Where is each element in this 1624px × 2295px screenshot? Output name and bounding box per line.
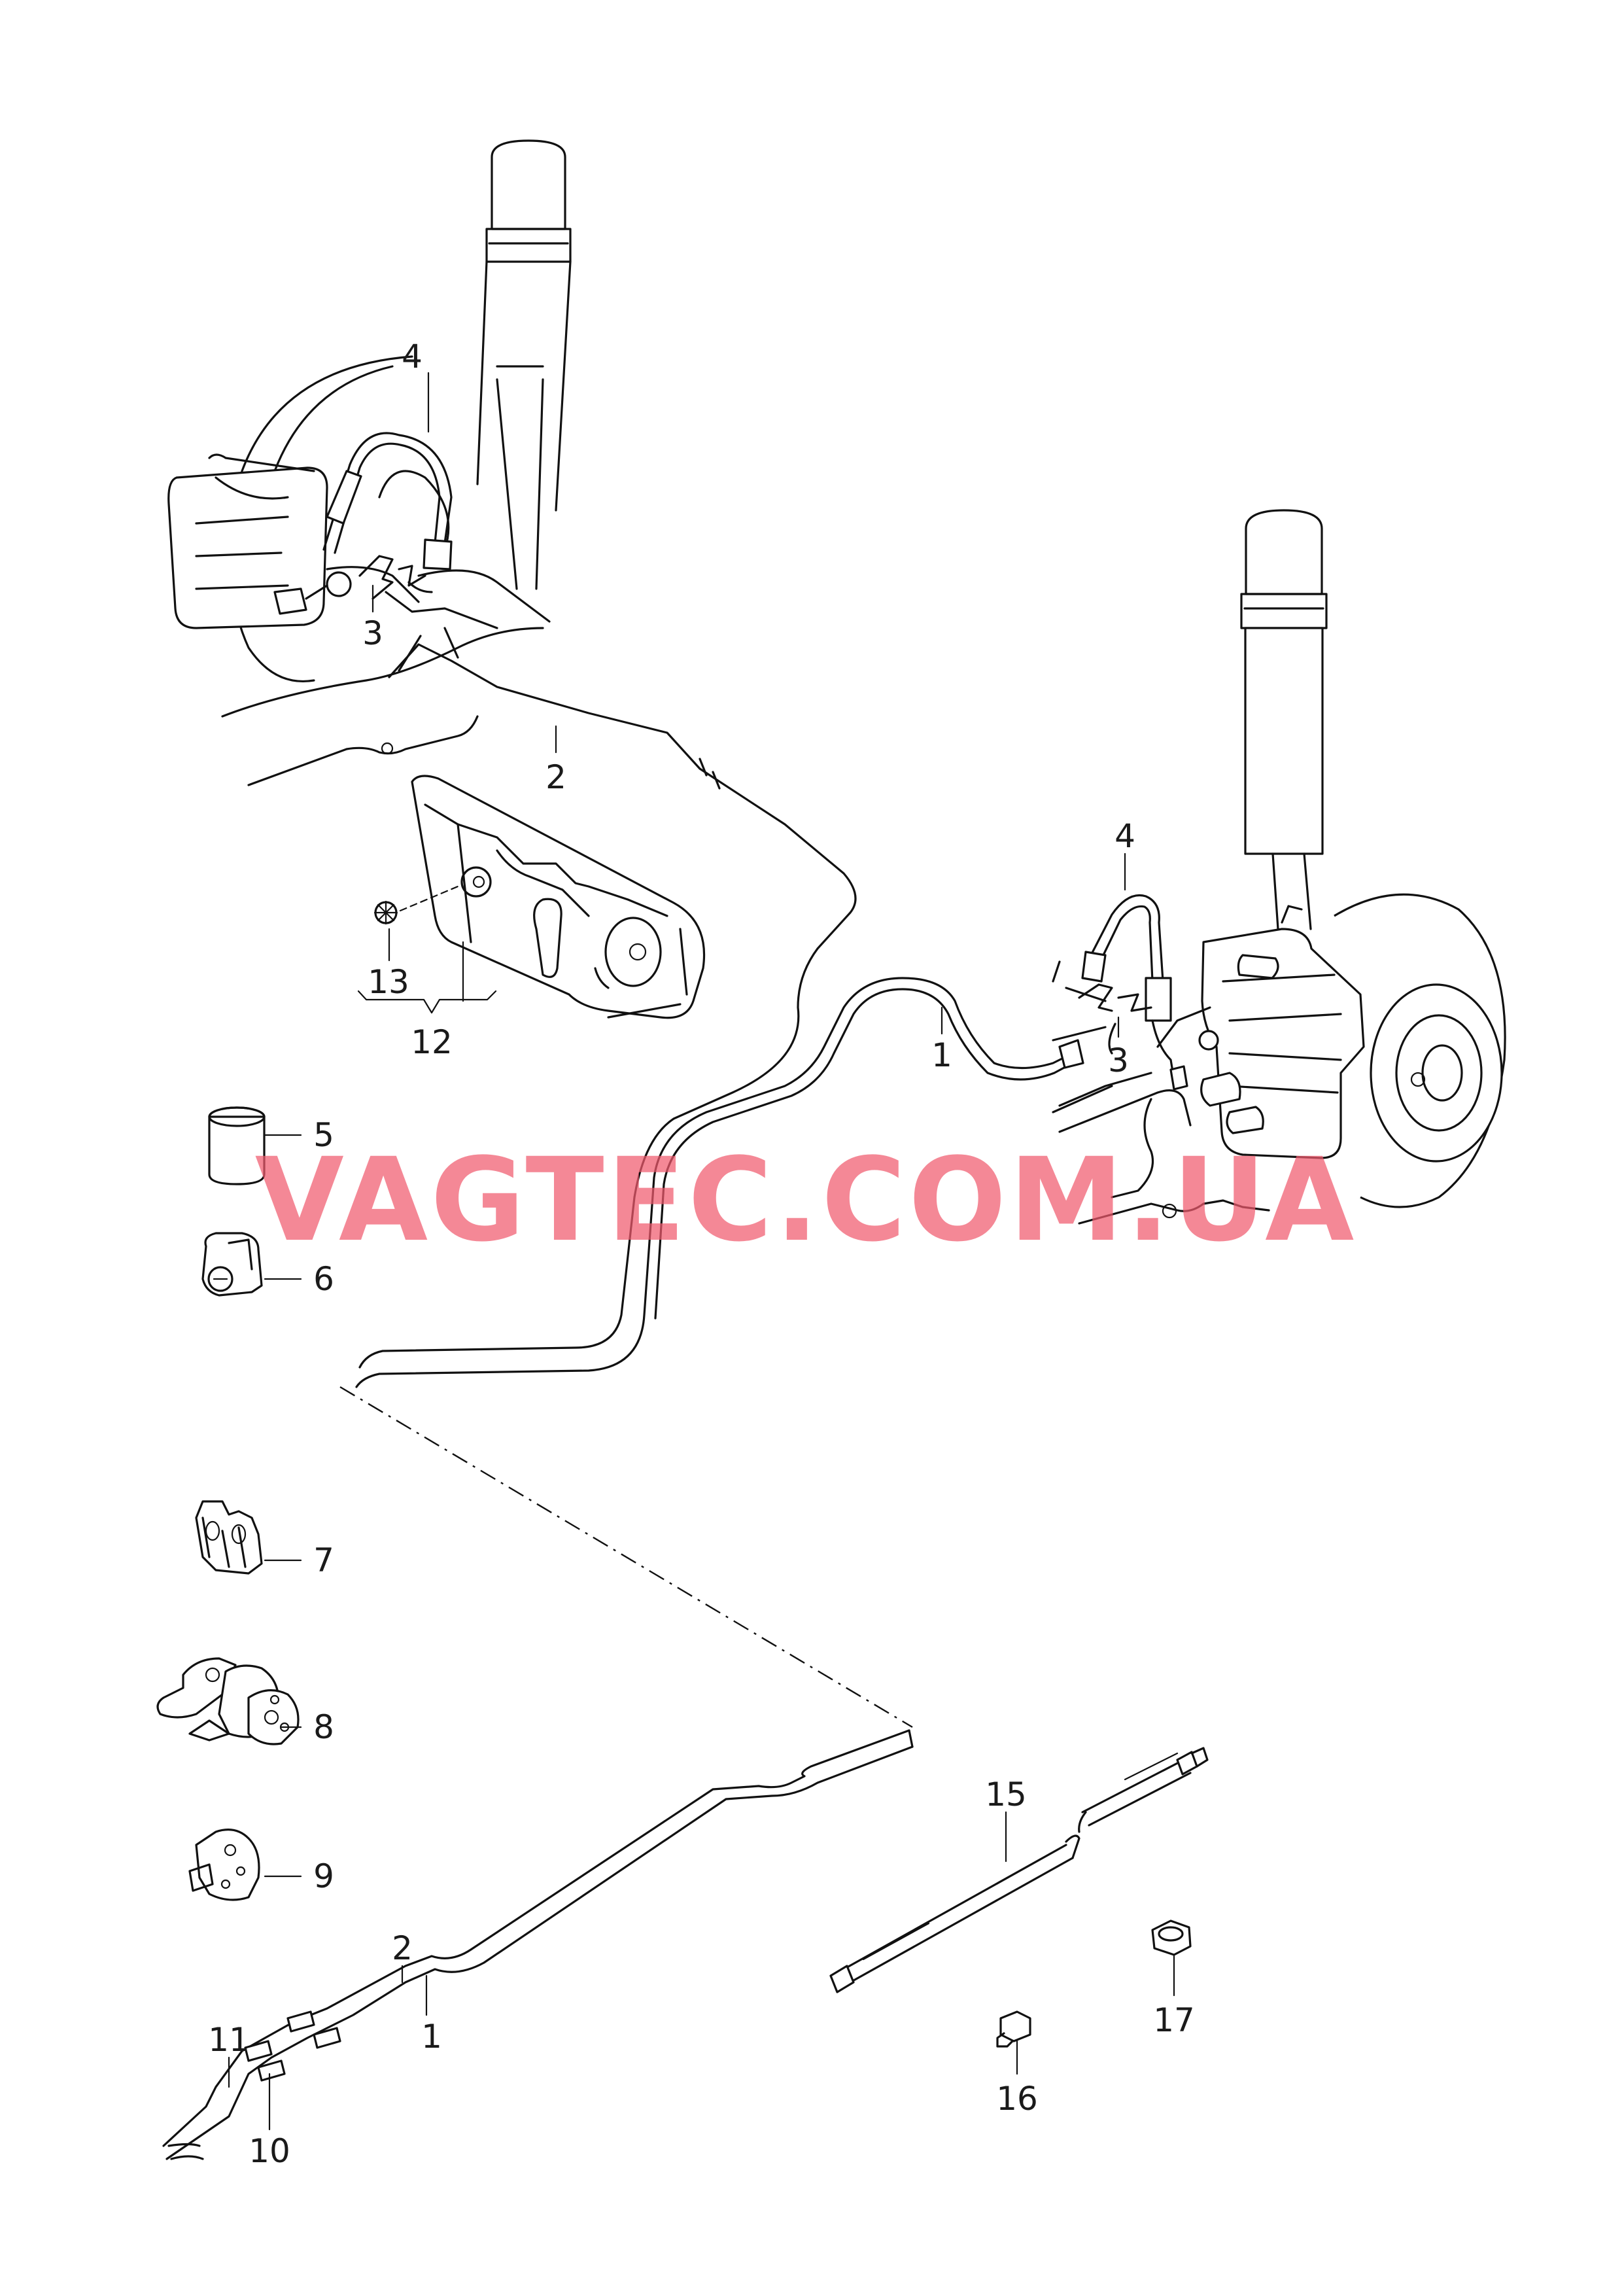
callout-1-top: 1 bbox=[931, 1036, 952, 1074]
nut-17 bbox=[1151, 1919, 1192, 1956]
right-brake-hose bbox=[1081, 894, 1188, 1091]
callout-13: 13 bbox=[368, 963, 409, 1001]
clip-9 bbox=[188, 1829, 260, 1901]
callout-10: 10 bbox=[249, 2132, 290, 2170]
callout-11: 11 bbox=[208, 2021, 250, 2059]
callout-4-right: 4 bbox=[1114, 817, 1135, 855]
callout-9: 9 bbox=[313, 1857, 334, 1895]
sleeve-5 bbox=[208, 1106, 266, 1185]
callout-1-bottom: 1 bbox=[421, 2018, 442, 2056]
callout-bracket-12-13 bbox=[357, 928, 497, 1014]
right-brake-disc bbox=[1334, 893, 1506, 1208]
callout-labels: 4 3 2 13 12 4 1 3 5 6 7 8 9 2 1 11 10 15… bbox=[208, 338, 1195, 2170]
callout-2-top: 2 bbox=[545, 758, 566, 796]
brake-line-1-upper bbox=[355, 977, 1084, 1388]
callout-7: 7 bbox=[313, 1541, 334, 1579]
callout-8: 8 bbox=[313, 1708, 334, 1746]
callout-2-bottom: 2 bbox=[392, 1929, 413, 1967]
callout-12: 12 bbox=[411, 1023, 453, 1061]
continuation-line bbox=[339, 1386, 913, 1728]
star-nut-13 bbox=[373, 885, 459, 925]
right-knuckle bbox=[1052, 1026, 1270, 1225]
left-brake-assembly bbox=[167, 355, 450, 682]
left-brake-hose bbox=[322, 432, 453, 570]
right-shock-absorber bbox=[1240, 509, 1328, 930]
bolt-16 bbox=[996, 2010, 1031, 2048]
left-shock-absorber bbox=[476, 139, 572, 590]
clip-8 bbox=[156, 1657, 300, 1745]
callout-17: 17 bbox=[1153, 2001, 1195, 2039]
clip-7 bbox=[195, 1500, 263, 1575]
clip-6 bbox=[201, 1232, 263, 1297]
callout-16: 16 bbox=[996, 2080, 1038, 2118]
watermark-text: VAGTEC.COM.UA bbox=[255, 1133, 1357, 1267]
callout-6: 6 bbox=[313, 1260, 334, 1298]
left-retaining-clips bbox=[358, 555, 433, 600]
right-retaining-clips bbox=[1052, 960, 1152, 1055]
left-subframe bbox=[221, 569, 551, 786]
callout-3-right: 3 bbox=[1108, 1042, 1129, 1079]
brake-lines-lower bbox=[162, 1729, 914, 2160]
heat-shield-assembly bbox=[411, 775, 706, 1019]
right-brake-caliper bbox=[1156, 905, 1365, 1159]
threaded-rod-15 bbox=[829, 1747, 1209, 1993]
callout-15: 15 bbox=[985, 1776, 1027, 1813]
callout-4-left: 4 bbox=[402, 338, 423, 376]
leader-lines bbox=[228, 372, 1175, 2131]
callout-5: 5 bbox=[313, 1116, 334, 1154]
brake-line-2-upper bbox=[358, 635, 857, 1369]
callout-3-left: 3 bbox=[362, 614, 383, 652]
